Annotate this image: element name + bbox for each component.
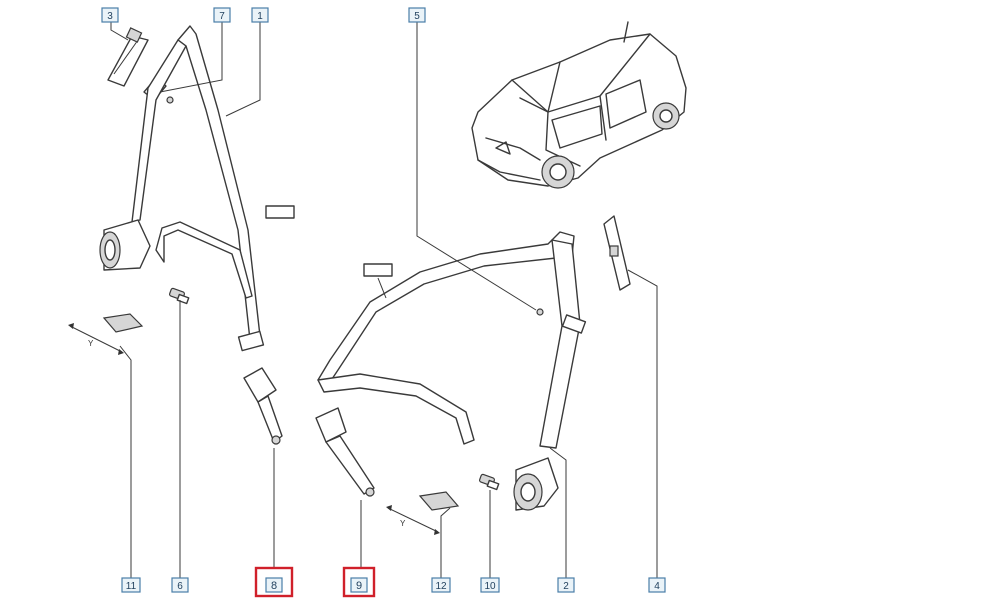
axis-label-left: Y	[88, 339, 94, 348]
svg-text:10: 10	[484, 581, 496, 592]
buckle-right	[315, 407, 375, 497]
svg-text:9: 9	[356, 580, 362, 592]
callout-2: 2	[557, 577, 575, 593]
clip-right	[418, 491, 460, 511]
callout-6: 6	[171, 577, 189, 593]
retractor-right	[513, 457, 559, 511]
svg-text:2: 2	[563, 581, 569, 592]
callout-4: 4	[648, 577, 666, 593]
left-belt-assembly: Y	[68, 25, 295, 445]
callout-12: 12	[431, 577, 451, 593]
svg-text:3: 3	[107, 11, 113, 22]
label-tag-icon	[363, 263, 393, 277]
label-tag-icon	[265, 205, 295, 219]
svg-text:8: 8	[271, 580, 277, 592]
callout-11: 11	[121, 577, 141, 593]
retractor-left	[99, 219, 151, 271]
axis-label-right: Y	[400, 519, 406, 528]
bolt-left	[169, 287, 190, 305]
callout-7: 7	[213, 7, 231, 23]
height-adjuster-left	[107, 27, 149, 87]
lower-anchor-left	[155, 221, 265, 352]
svg-text:5: 5	[414, 11, 420, 22]
callout-9: 9	[342, 566, 376, 598]
svg-text:6: 6	[177, 581, 183, 592]
callout-1: 1	[251, 7, 269, 23]
bolt-right	[479, 473, 500, 491]
car-illustration	[471, 21, 687, 189]
height-adjuster-right	[603, 215, 631, 291]
callout-10: 10	[480, 577, 500, 593]
axis-marker-right: Y	[386, 505, 440, 535]
svg-text:12: 12	[435, 581, 447, 592]
svg-text:7: 7	[219, 11, 225, 22]
leader-lines	[110, 22, 658, 578]
svg-text:1: 1	[257, 11, 263, 22]
callout-3: 3	[101, 7, 119, 23]
svg-text:4: 4	[654, 581, 660, 592]
callout-8: 8	[254, 566, 294, 598]
right-belt-assembly: Y	[315, 215, 631, 535]
axis-marker-left: Y	[68, 323, 124, 355]
callout-5: 5	[408, 7, 426, 23]
svg-text:11: 11	[126, 581, 137, 592]
belt-webbing-right	[317, 231, 575, 389]
clip-left	[102, 313, 144, 333]
buckle-left	[243, 367, 283, 445]
